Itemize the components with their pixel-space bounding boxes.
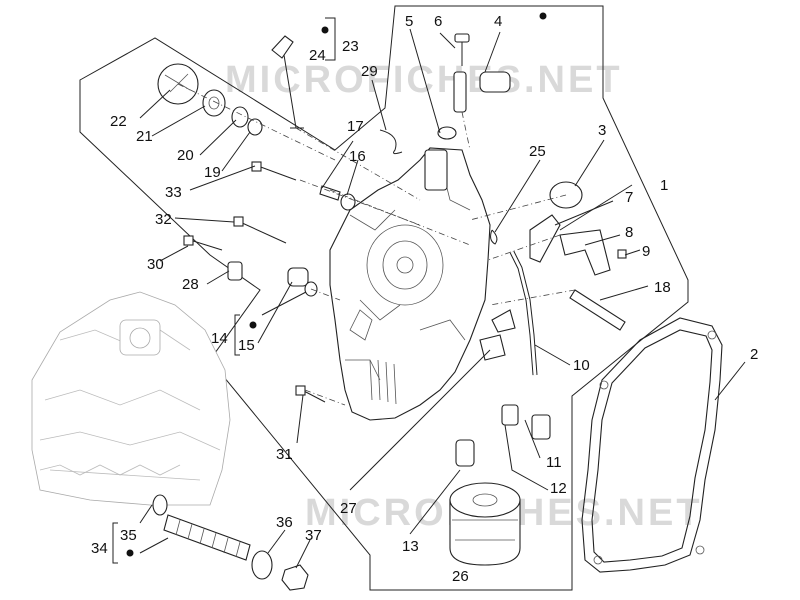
callout-16: 16: [349, 148, 366, 165]
callout-2: 2: [750, 346, 758, 363]
callout-10: 10: [573, 357, 590, 374]
callout-29: 29: [361, 63, 378, 80]
callout-4: 4: [494, 13, 502, 30]
callout-9: 9: [642, 243, 650, 260]
gasket: [581, 317, 723, 573]
callout-14: 14: [211, 330, 228, 347]
callout-21: 21: [136, 128, 153, 145]
callout-31: 31: [276, 446, 293, 463]
callout-18: 18: [654, 279, 671, 296]
callout-5: 5: [405, 13, 413, 30]
callout-1: 1: [660, 177, 668, 194]
callout-35: 35: [120, 527, 137, 544]
callout-33: 33: [165, 184, 182, 201]
callout-13: 13: [402, 538, 419, 555]
assembly-axes: [177, 83, 576, 406]
dot-top: [539, 12, 547, 20]
oil-strainer: [152, 494, 251, 561]
callout-7: 7: [625, 189, 633, 206]
dot-34: [126, 549, 134, 557]
oil-pipe: [509, 250, 538, 376]
callout-37: 37: [305, 527, 322, 544]
callout-25: 25: [529, 143, 546, 160]
callout-6: 6: [434, 13, 442, 30]
callout-27: 27: [340, 500, 357, 517]
callout-3: 3: [598, 122, 606, 139]
callout-15: 15: [238, 337, 255, 354]
callout-24: 24: [309, 47, 326, 64]
callout-23: 23: [342, 38, 359, 55]
callout-32: 32: [155, 211, 172, 228]
callout-8: 8: [625, 224, 633, 241]
callout-12: 12: [550, 480, 567, 497]
crankcase-cover: [329, 147, 491, 421]
engine-block-outline: [31, 291, 231, 506]
callout-19: 19: [204, 164, 221, 181]
callout-11: 11: [546, 454, 562, 471]
callout-labels: 1 2 3 4 5 6 7 8 9 10 11 12 13 14 15 16 1…: [91, 13, 758, 585]
callout-26: 26: [452, 568, 469, 585]
callout-36: 36: [276, 514, 293, 531]
dot-14: [249, 321, 257, 329]
leader-lines: [112, 17, 746, 569]
callout-17: 17: [347, 118, 364, 135]
group-frame: [79, 5, 689, 591]
drain-plug: [251, 550, 309, 591]
callout-30: 30: [147, 256, 164, 273]
callout-28: 28: [182, 276, 199, 293]
watermark-top: MICROFICHES.NET: [225, 59, 623, 101]
callout-22: 22: [110, 113, 127, 130]
dot-23: [321, 26, 329, 34]
oil-filter: [449, 482, 521, 566]
callout-34: 34: [91, 540, 108, 557]
callout-20: 20: [177, 147, 194, 164]
